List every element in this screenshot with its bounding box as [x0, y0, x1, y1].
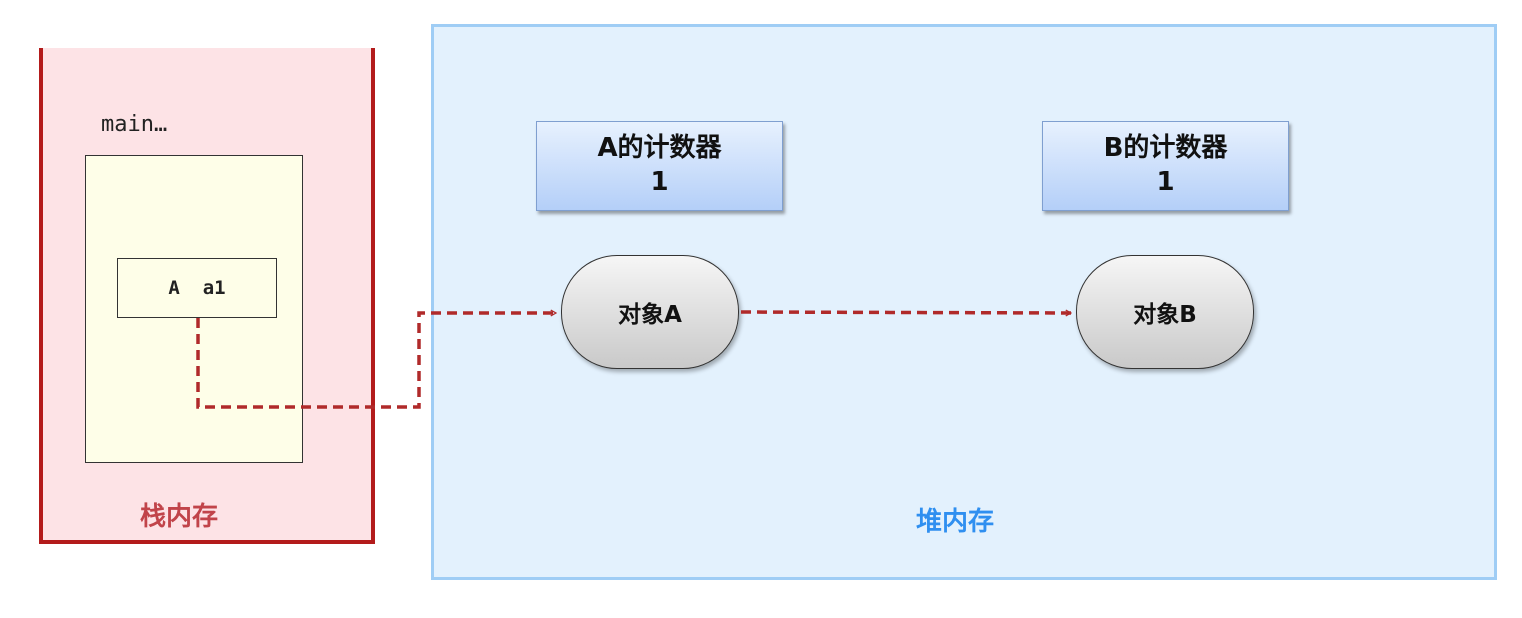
counter-a-box: A的计数器 1	[536, 121, 783, 211]
counter-b-title: B的计数器	[1103, 133, 1228, 164]
object-b-node: 对象B	[1076, 255, 1254, 369]
object-a-label: 对象A	[618, 302, 682, 328]
counter-a-value: 1	[650, 167, 669, 197]
counter-a-title: A的计数器	[597, 133, 722, 164]
object-a-node: 对象A	[561, 255, 739, 369]
counter-b-value: 1	[1156, 167, 1175, 197]
stack-frame-label: main…	[101, 112, 168, 137]
heap-memory-label: 堆内存	[916, 507, 995, 537]
counter-b-box: B的计数器 1	[1042, 121, 1289, 211]
variable-a1: A a1	[117, 258, 277, 318]
object-b-label: 对象B	[1133, 302, 1197, 328]
stack-memory-label: 栈内存	[140, 502, 219, 532]
